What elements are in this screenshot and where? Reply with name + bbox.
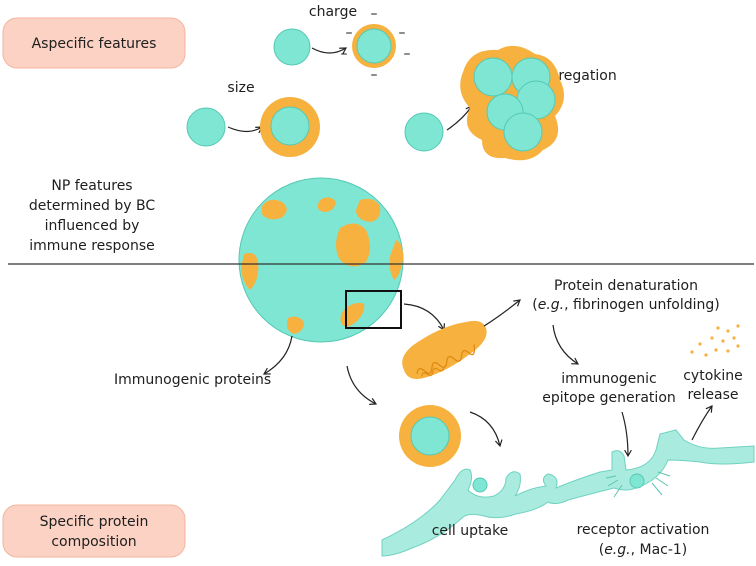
aspecific-features-pill: Aspecific features xyxy=(2,17,186,69)
curved-arrow-icon xyxy=(469,411,503,448)
svg-text:–: – xyxy=(341,46,348,62)
curved-arrow-icon xyxy=(346,365,378,405)
protein-blob xyxy=(356,198,381,222)
immunogenic-proteins-label: Immunogenic proteins xyxy=(114,372,271,388)
svg-text:determined by BC: determined by BC xyxy=(29,198,155,214)
curved-arrow-icon xyxy=(262,335,293,375)
svg-text:–: – xyxy=(346,25,353,41)
aggregation-group: aggregation xyxy=(404,45,617,161)
svg-text:(e.g., Mac-1): (e.g., Mac-1) xyxy=(599,542,688,558)
bare-nanoparticle xyxy=(404,112,444,152)
negative-charges: – – – – – – xyxy=(341,6,411,83)
receptor-bound-particle xyxy=(629,473,645,489)
aggregate-particle xyxy=(473,57,513,97)
curved-arrow-icon xyxy=(483,299,521,327)
size-label: size xyxy=(227,80,254,96)
cytokine-dots xyxy=(690,324,740,357)
svg-text:influenced by: influenced by xyxy=(45,218,140,234)
curved-arrow-icon xyxy=(621,411,632,458)
bare-nanoparticle xyxy=(273,28,311,66)
curved-arrow-icon xyxy=(311,47,348,55)
curved-arrow-icon xyxy=(552,324,579,365)
svg-text:cytokine: cytokine xyxy=(683,368,743,384)
coated-nanoparticle xyxy=(356,28,392,64)
aggregate-particle xyxy=(503,112,543,152)
svg-text:–: – xyxy=(399,25,406,41)
protein-blob xyxy=(286,316,304,334)
curved-arrow-icon xyxy=(403,303,445,332)
protein-denaturation-label: Protein denaturation (e.g., fibrinogen u… xyxy=(532,278,720,313)
svg-text:epitope generation: epitope generation xyxy=(542,390,676,406)
curved-arrow-icon xyxy=(691,405,713,441)
coated-particle-uptake xyxy=(399,405,461,467)
specific-protein-label-line1: Specific protein xyxy=(40,514,149,530)
receptor-lines xyxy=(605,471,671,498)
protein-blob xyxy=(336,223,370,267)
curved-arrow-icon xyxy=(227,126,263,134)
cell-membrane xyxy=(381,429,755,557)
specific-protein-pill: Specific protein composition xyxy=(2,504,186,558)
np-features-text: NP features determined by BC influenced … xyxy=(29,178,155,254)
bare-nanoparticle xyxy=(186,107,226,147)
unfolded-protein xyxy=(402,320,487,379)
coated-nanoparticle xyxy=(270,106,310,146)
cytokine-release-label: cytokine release xyxy=(683,368,743,403)
internalized-particle xyxy=(472,477,488,493)
epitope-generation-label: immunogenic epitope generation xyxy=(542,371,676,406)
svg-text:(e.g., fibrinogen unfolding): (e.g., fibrinogen unfolding) xyxy=(532,297,720,313)
aspecific-features-label: Aspecific features xyxy=(32,36,157,52)
svg-text:Protein denaturation: Protein denaturation xyxy=(554,278,698,294)
protein-blob xyxy=(241,253,259,290)
svg-text:receptor activation: receptor activation xyxy=(577,522,710,538)
protein-blob xyxy=(262,199,287,220)
svg-text:immune response: immune response xyxy=(29,238,155,254)
zoom-box-icon xyxy=(345,290,402,329)
svg-text:–: – xyxy=(404,46,411,62)
size-group: size xyxy=(186,80,320,157)
cell-uptake-label: cell uptake xyxy=(432,523,509,539)
svg-text:immunogenic: immunogenic xyxy=(561,371,656,387)
receptor-activation-label: receptor activation (e.g., Mac-1) xyxy=(577,522,710,558)
svg-text:release: release xyxy=(687,387,738,403)
svg-text:NP features: NP features xyxy=(51,178,132,194)
specific-protein-label-line2: composition xyxy=(51,534,136,550)
charge-group: charge – – – – – – xyxy=(273,4,411,83)
svg-text:–: – xyxy=(371,67,378,83)
large-nanoparticle xyxy=(238,177,404,343)
charge-label: charge xyxy=(309,4,357,20)
protein-blob xyxy=(389,240,404,280)
protein-blob xyxy=(317,197,336,212)
svg-text:–: – xyxy=(371,6,378,22)
